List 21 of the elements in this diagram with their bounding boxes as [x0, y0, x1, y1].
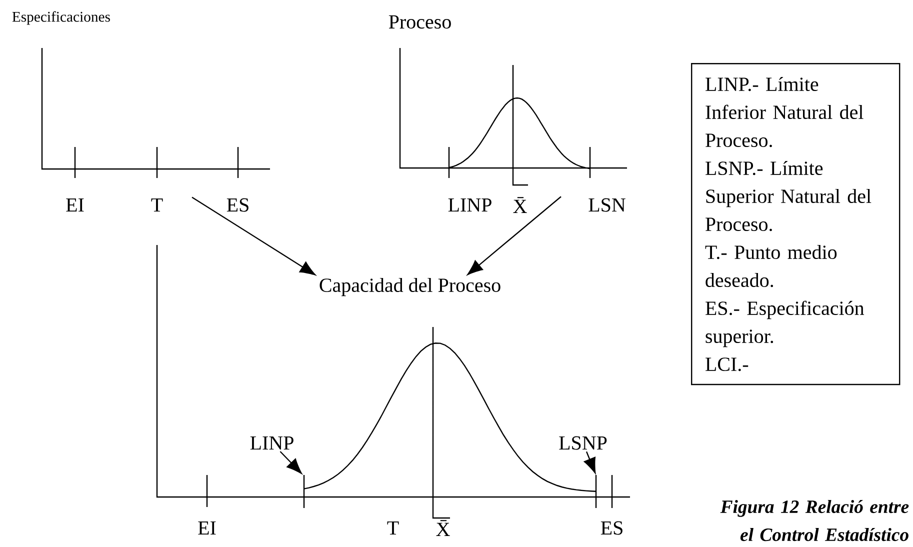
- chart-drawing: [399, 47, 628, 186]
- callout-label: LSNP: [559, 436, 607, 450]
- axis-label: EI: [198, 521, 216, 535]
- definition-box: LINP.- Límite Inferior Natural del Proceso. LSNP.- Límite Superior Natural del Proceso. T.- Punto medio deseado. ES.- Especificación superior. LCI.-: [691, 63, 900, 386]
- arrow: [192, 196, 316, 276]
- axis-label: T: [387, 521, 399, 535]
- axis-label: X̄: [513, 197, 527, 213]
- axis-label: EI: [66, 198, 84, 212]
- callout-label: LINP: [250, 436, 294, 450]
- axis-label: X̄: [436, 520, 450, 536]
- leader-line: [584, 451, 596, 474]
- chart-drawing: [41, 47, 271, 179]
- figure-caption: Figura 12 Relació entre el Control Estadístico: [720, 500, 909, 542]
- chart-title: Especificaciones: [12, 11, 110, 25]
- chart-title: Proceso: [388, 15, 451, 29]
- axis-label: ES: [226, 198, 248, 212]
- axis-label: ES: [600, 521, 622, 535]
- leader-line: [280, 451, 302, 474]
- arrow: [467, 196, 562, 276]
- chart-title: Capacidad del Proceso: [320, 278, 500, 296]
- axis-label: T: [151, 198, 163, 212]
